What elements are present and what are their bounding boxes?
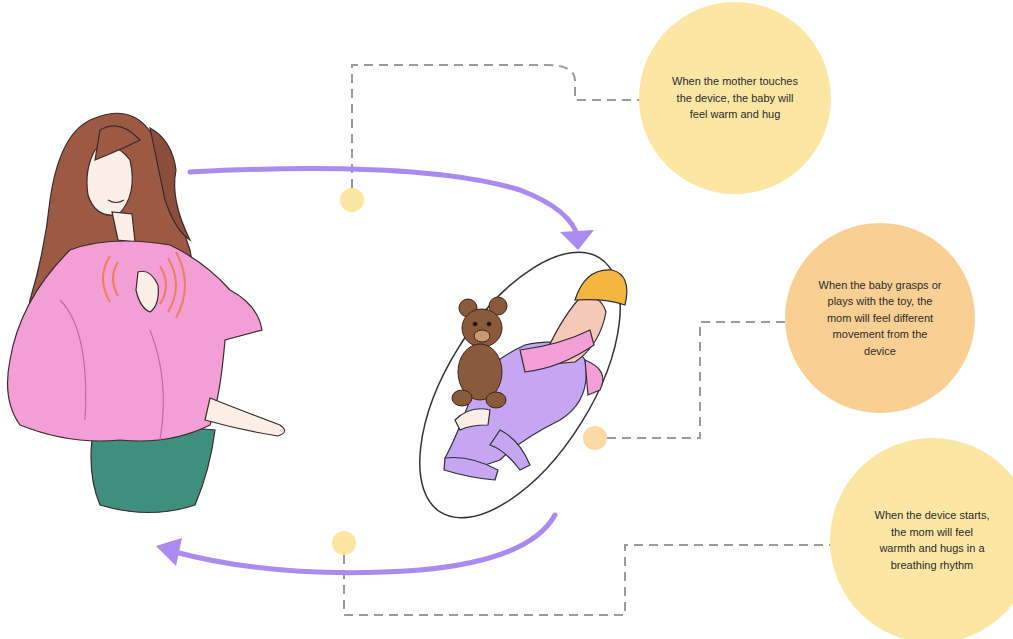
callout-circle: When the baby grasps or plays with the t… [785, 223, 975, 413]
arrow-to-mother [175, 515, 555, 573]
mother-figure [8, 113, 285, 512]
arrow-head [560, 230, 594, 250]
callout-text: When the device starts, the mom will fee… [873, 507, 991, 573]
teddy-bear [452, 297, 507, 408]
callout-circle: When the mother touches the device, the … [639, 2, 831, 194]
arrow-to-baby [190, 169, 578, 238]
callout-text: When the baby grasps or plays with the t… [817, 277, 943, 360]
callout-dot [332, 531, 356, 555]
callout-circle: When the device starts, the mom will fee… [830, 438, 1013, 639]
callout-dot [340, 188, 364, 212]
arrow-head [156, 538, 182, 566]
callout-dot [583, 426, 607, 450]
vibration-marks [103, 252, 185, 318]
callout-text: When the mother touches the device, the … [671, 73, 799, 123]
baby-figure [379, 220, 660, 551]
